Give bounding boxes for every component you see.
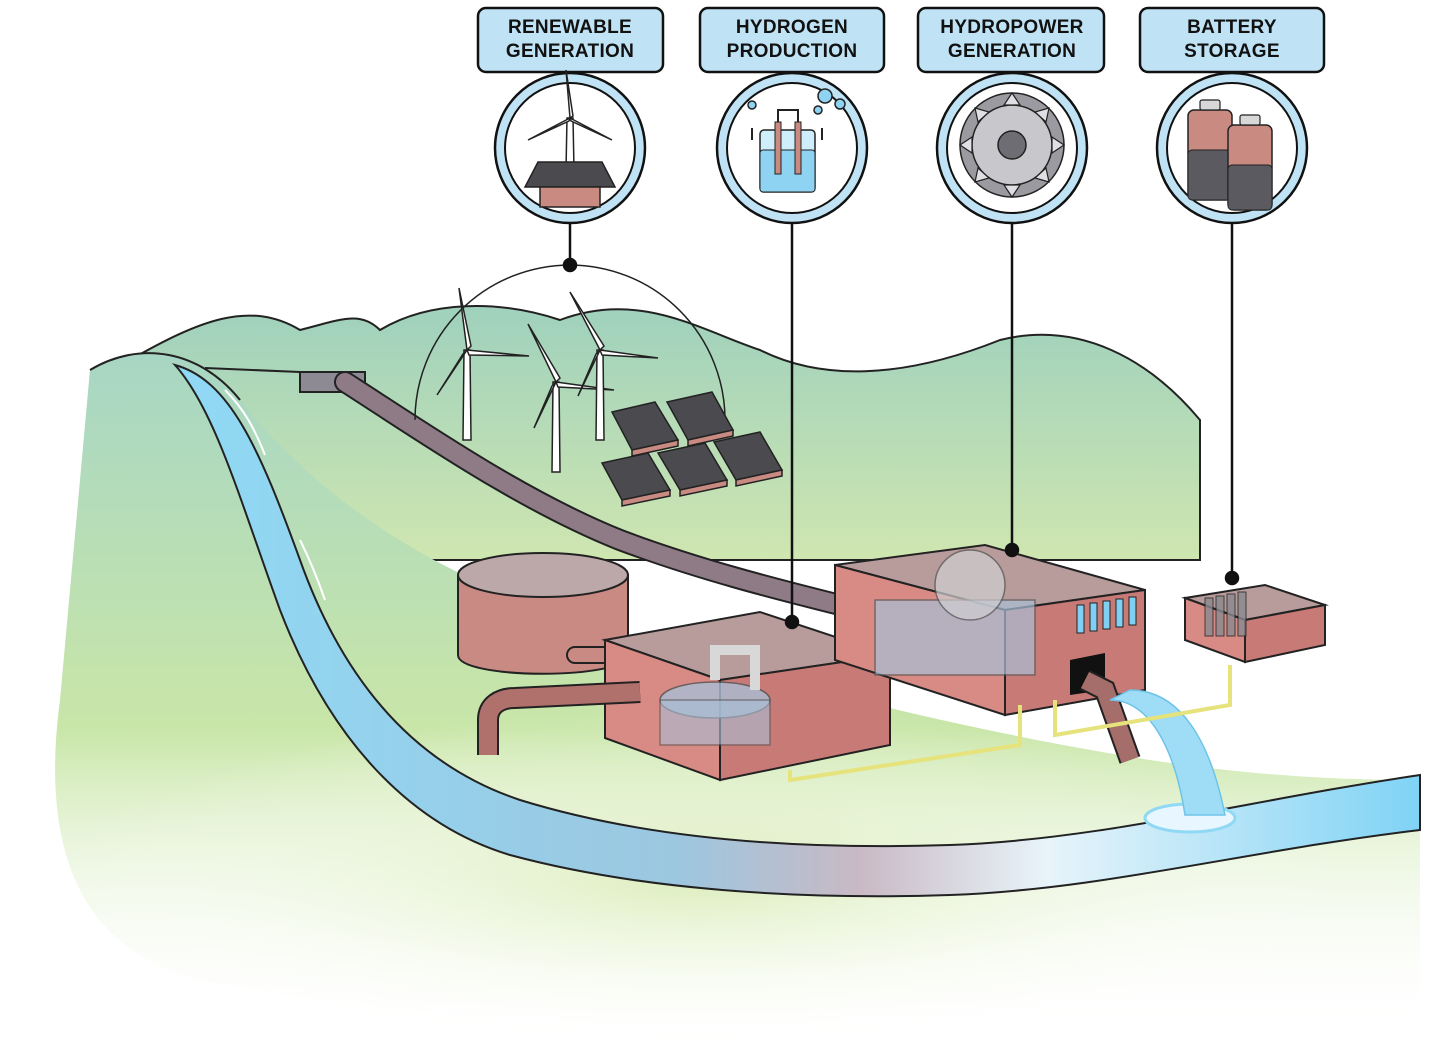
battery-building <box>1181 583 1329 664</box>
callout-title-line1: HYDROGEN <box>736 17 848 38</box>
callout-title-line2: GENERATION <box>948 41 1076 62</box>
wind-solar-icon <box>523 69 617 208</box>
river <box>172 363 1421 898</box>
callout-title-line2: STORAGE <box>1184 41 1280 62</box>
solar-panels <box>600 391 784 507</box>
callout-hydrogen-production: HYDROGEN PRODUCTION <box>698 6 886 225</box>
penstock-pipe <box>299 371 851 616</box>
callout-title-line2: PRODUCTION <box>727 41 858 62</box>
wind-turbines <box>414 264 726 473</box>
callout-battery-storage: BATTERY STORAGE <box>1138 6 1326 225</box>
callout-leaders <box>562 215 1240 630</box>
callout-title-line1: HYDROPOWER <box>940 17 1083 38</box>
hydrogen-building <box>477 610 891 782</box>
callout-title-line2: GENERATION <box>506 41 634 62</box>
turbine-wheel-icon <box>958 91 1066 199</box>
callout-title-line1: BATTERY <box>1187 17 1277 38</box>
callout-renewable-generation: RENEWABLE GENERATION <box>476 6 665 225</box>
callout-hydropower-generation: HYDROPOWER GENERATION <box>916 6 1106 225</box>
power-wires <box>788 665 1232 783</box>
hydropower-building <box>834 543 1226 816</box>
storage-tank <box>457 552 629 675</box>
battery-icon <box>1187 99 1273 211</box>
electrolyzer-icon <box>747 88 846 193</box>
callout-title-line1: RENEWABLE <box>508 17 632 38</box>
